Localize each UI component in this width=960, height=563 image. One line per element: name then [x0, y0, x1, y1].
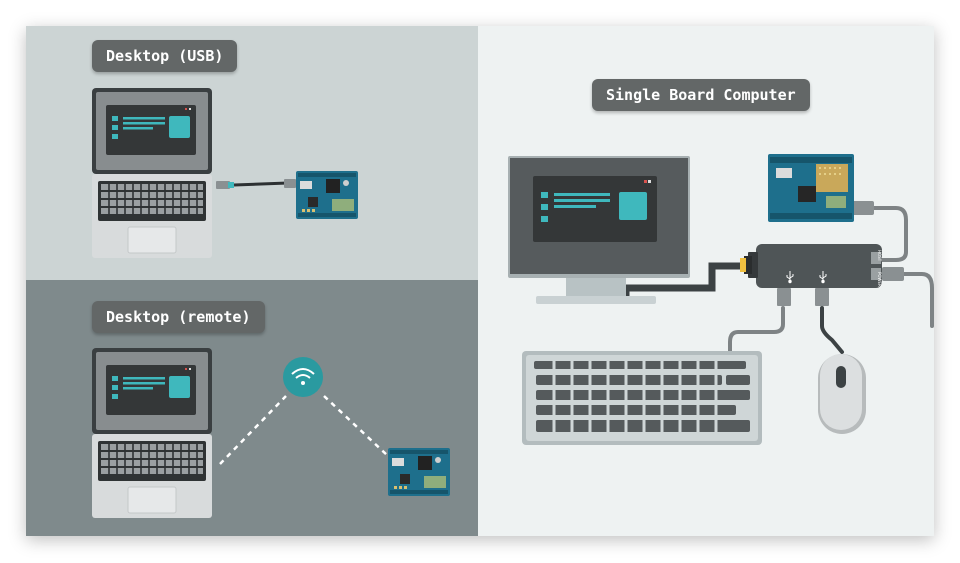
mouse-icon [818, 354, 866, 434]
usb-hub-icon: HOST POWER [740, 201, 904, 306]
hub-host-label: HOST [877, 250, 882, 262]
desktop-remote-label: Desktop (remote) [92, 301, 265, 333]
monitor-icon [508, 156, 690, 304]
remote-board-icon [388, 448, 450, 496]
single-board-computer-label: Single Board Computer [592, 79, 810, 111]
usb-laptop-icon [91, 87, 213, 259]
diagram-card: HOST POWER [26, 26, 934, 536]
desktop-usb-label: Desktop (USB) [92, 40, 238, 72]
wifi-icon [283, 357, 323, 397]
keyboard-icon [522, 351, 762, 445]
usb-board-icon [296, 171, 358, 219]
remote-laptop-icon [91, 347, 213, 519]
wifi-connection-lines [219, 395, 389, 465]
hub-power-label: POWER [877, 272, 882, 287]
sbc-board-icon [768, 154, 854, 222]
diagram-illustration: HOST POWER [91, 87, 934, 519]
usb-cable [216, 179, 296, 189]
